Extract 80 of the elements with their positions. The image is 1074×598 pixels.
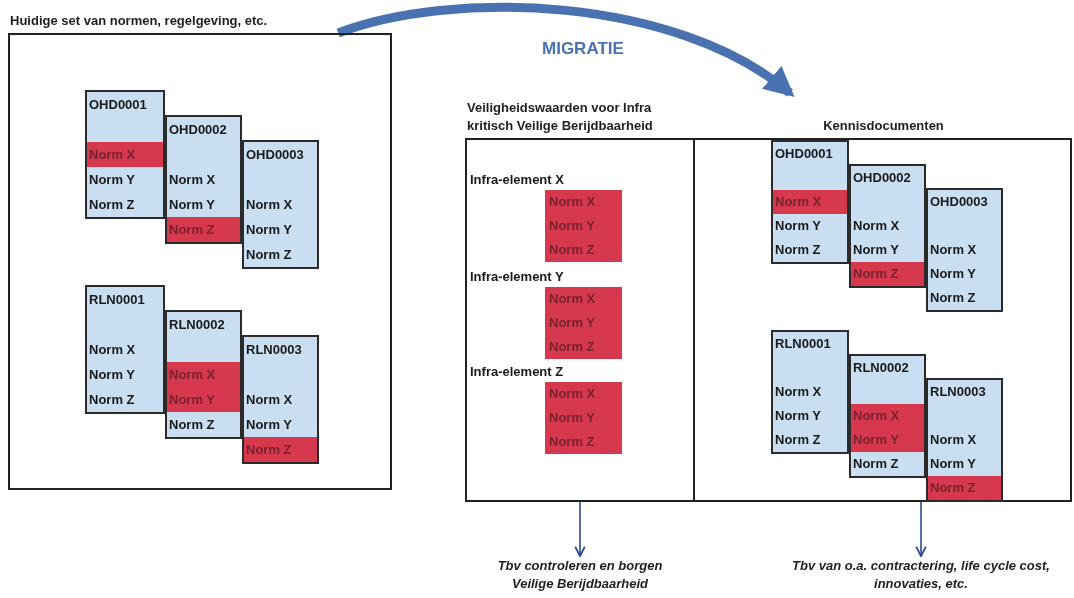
- document-code: OHD0002: [168, 121, 228, 139]
- norm-row: Norm X: [87, 337, 163, 362]
- document-card: [771, 140, 849, 264]
- arrow: [915, 501, 927, 558]
- arrow: [336, 3, 795, 97]
- norm-label: Norm Y: [548, 217, 596, 235]
- norm-row: Norm Z: [167, 217, 240, 242]
- norm-row: Norm Z: [244, 242, 317, 267]
- document-code: OHD0003: [929, 193, 989, 211]
- element-heading: Infra-element X: [470, 171, 565, 189]
- norm-row: Norm X: [167, 167, 240, 192]
- norm-row: Norm Z: [773, 238, 847, 262]
- panel-heading: Huidige set van normen, regelgeving, etc.: [10, 12, 268, 30]
- norm-label: Norm Z: [548, 241, 596, 259]
- document-code: RLN0001: [88, 291, 146, 309]
- norm-row: Norm X: [87, 142, 163, 167]
- norm-row: Norm X: [773, 190, 847, 214]
- arrow: [574, 501, 586, 558]
- document-code: OHD0001: [88, 96, 148, 114]
- norm-row: Norm Z: [87, 192, 163, 217]
- norm-row: Norm Y: [773, 214, 847, 238]
- document-card: [926, 188, 1003, 312]
- norm-row: Norm X: [928, 238, 1001, 262]
- document-card: [242, 335, 319, 464]
- norm-row: Norm Z: [928, 286, 1001, 310]
- norm-row: Norm Y: [851, 238, 924, 262]
- element-heading: Infra-element Z: [470, 363, 565, 381]
- norm-label: Norm X: [548, 193, 597, 211]
- document-card: [85, 285, 165, 414]
- norm-row: Norm Y: [851, 428, 924, 452]
- norm-row: Norm Y: [87, 362, 163, 387]
- document-card: [242, 140, 319, 269]
- norm-label: Norm Y: [548, 409, 596, 427]
- panel-heading: Kennisdocumenten: [823, 117, 944, 135]
- panel-heading: Veiligheidswaarden voor Infra kritisch Veilige Berijdbaarheid: [467, 99, 654, 135]
- document-code: OHD0001: [774, 145, 834, 163]
- document-code: RLN0003: [929, 383, 987, 401]
- document-code: RLN0001: [774, 335, 832, 353]
- document-code: OHD0003: [245, 146, 305, 164]
- norm-row: Norm Z: [244, 437, 317, 462]
- note-text: Tbv van o.a. contractering, life cycle cost, innovaties, etc.: [768, 557, 1074, 593]
- norm-row: Norm Z: [87, 387, 163, 412]
- norm-row: Norm Z: [928, 476, 1001, 500]
- norm-row: Norm Y: [244, 412, 317, 437]
- norm-row: Norm Y: [244, 217, 317, 242]
- norm-row: Norm Z: [851, 452, 924, 476]
- norm-row: Norm Z: [167, 412, 240, 437]
- norm-row: Norm X: [851, 404, 924, 428]
- document-code: RLN0002: [168, 316, 226, 334]
- norm-row: Norm Y: [167, 387, 240, 412]
- norm-row: Norm X: [244, 192, 317, 217]
- document-card: [771, 330, 849, 454]
- norm-row: Norm Y: [773, 404, 847, 428]
- norm-row: Norm Y: [928, 452, 1001, 476]
- norm-row: Norm X: [928, 428, 1001, 452]
- norm-label: Norm X: [548, 385, 597, 403]
- note-text: Tbv controleren en borgen Veilige Berijdbaarheid: [485, 557, 675, 593]
- document-card: [85, 90, 165, 219]
- norm-row: Norm X: [167, 362, 240, 387]
- norm-label: Norm X: [548, 290, 597, 308]
- norm-row: Norm X: [773, 380, 847, 404]
- document-card: [926, 378, 1003, 502]
- document-card: [849, 354, 926, 478]
- document-card: [849, 164, 926, 288]
- norm-row: Norm Z: [773, 428, 847, 452]
- document-code: OHD0002: [852, 169, 912, 187]
- norm-row: Norm Y: [928, 262, 1001, 286]
- norm-row: Norm Z: [851, 262, 924, 286]
- norm-label: Norm Z: [548, 338, 596, 356]
- document-code: RLN0003: [245, 341, 303, 359]
- norm-row: Norm Y: [167, 192, 240, 217]
- element-heading: Infra-element Y: [470, 268, 565, 286]
- document-card: [165, 115, 242, 244]
- document-card: [165, 310, 242, 439]
- norm-label: Norm Z: [548, 433, 596, 451]
- document-code: RLN0002: [852, 359, 910, 377]
- norm-row: Norm X: [244, 387, 317, 412]
- norm-row: Norm X: [851, 214, 924, 238]
- norm-label: Norm Y: [548, 314, 596, 332]
- norm-row: Norm Y: [87, 167, 163, 192]
